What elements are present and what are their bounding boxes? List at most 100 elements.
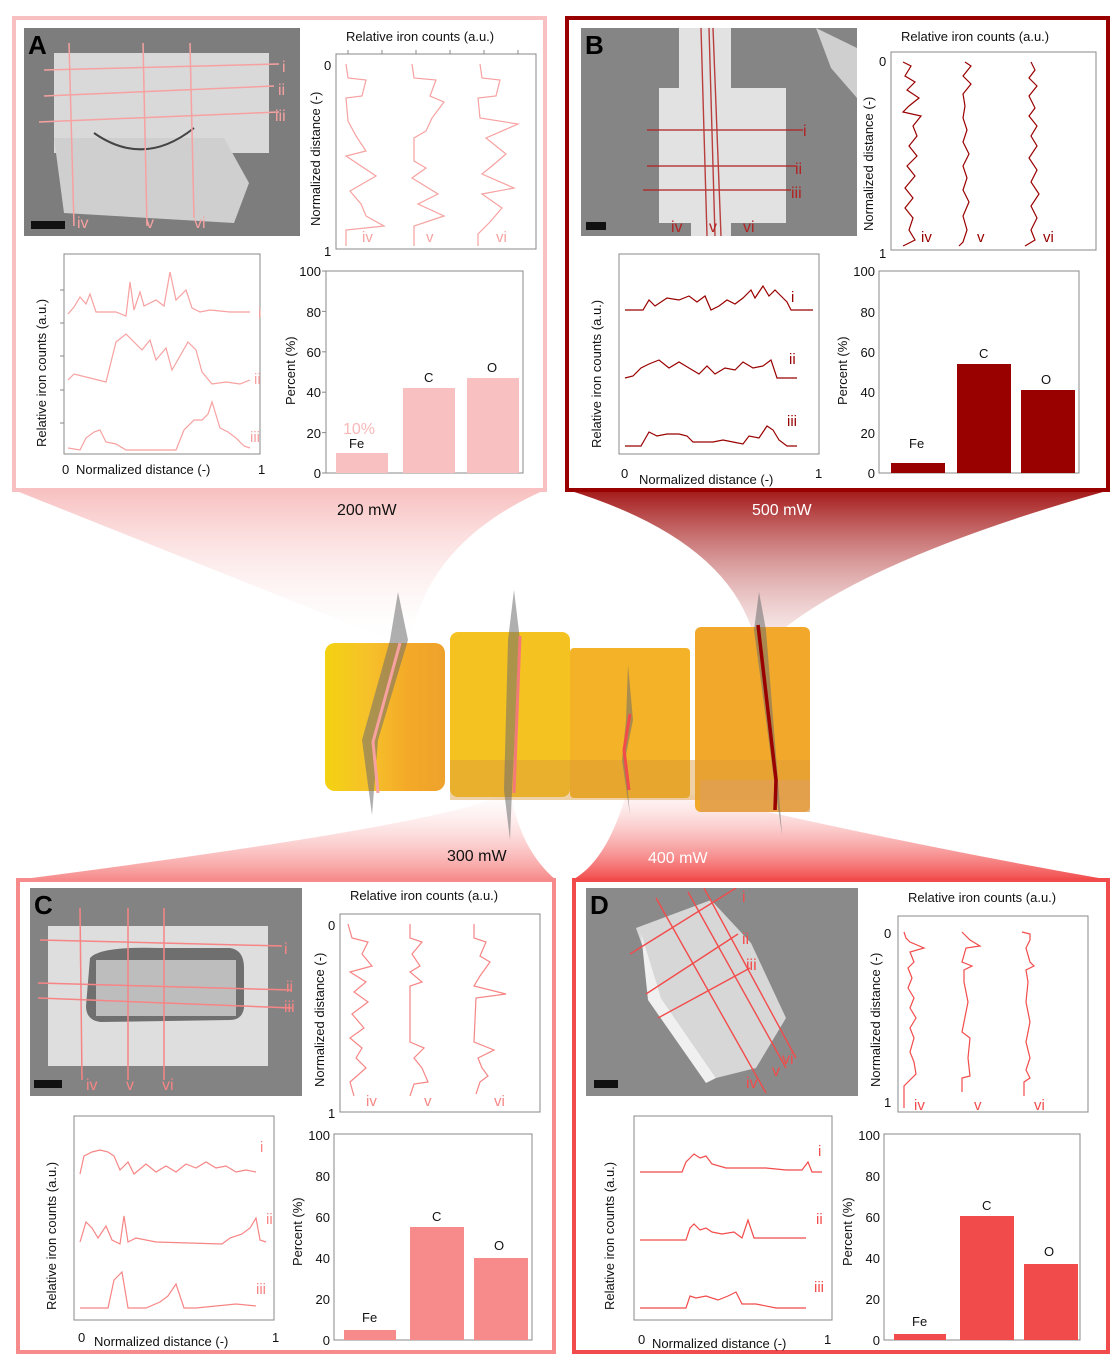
svg-text:40: 40 bbox=[861, 385, 875, 400]
fan-b bbox=[568, 490, 1110, 640]
svg-text:Normalized distance (-): Normalized distance (-) bbox=[652, 1336, 786, 1351]
svg-text:1: 1 bbox=[815, 466, 822, 481]
svg-text:60: 60 bbox=[861, 345, 875, 360]
fe-annotation: 10% bbox=[343, 421, 375, 438]
horizontal-profile-b: Relative iron counts (a.u.) 0 Normalized… bbox=[583, 250, 833, 490]
bar-chart-a: 0 20 40 60 80 100 Percent (%) Fe C O 10% bbox=[281, 264, 541, 492]
power-label-b: 500 mW bbox=[752, 502, 812, 519]
svg-text:Relative iron counts (a.u.): Relative iron counts (a.u.) bbox=[901, 29, 1049, 44]
svg-text:60: 60 bbox=[866, 1210, 880, 1225]
svg-text:vi: vi bbox=[496, 229, 507, 246]
svg-text:i: i bbox=[791, 289, 794, 306]
svg-text:1: 1 bbox=[258, 462, 265, 477]
vertical-profile-b: Relative iron counts (a.u.) 0 1 Normaliz… bbox=[859, 26, 1104, 261]
svg-text:80: 80 bbox=[866, 1169, 880, 1184]
svg-text:Relative iron counts (a.u.): Relative iron counts (a.u.) bbox=[908, 890, 1056, 905]
horizontal-profile-c: Relative iron counts (a.u.) 0 Normalized… bbox=[36, 1112, 291, 1352]
svg-text:iv: iv bbox=[671, 219, 683, 236]
svg-text:0: 0 bbox=[621, 466, 628, 481]
svg-text:0: 0 bbox=[78, 1330, 85, 1345]
svg-text:Relative iron counts (a.u.): Relative iron counts (a.u.) bbox=[44, 1162, 59, 1310]
svg-text:v: v bbox=[146, 215, 154, 232]
scale-bar bbox=[594, 1080, 618, 1088]
svg-text:20: 20 bbox=[307, 426, 321, 441]
svg-text:100: 100 bbox=[308, 1128, 330, 1143]
svg-text:iii: iii bbox=[791, 185, 802, 202]
svg-text:60: 60 bbox=[316, 1210, 330, 1225]
svg-text:Fe: Fe bbox=[912, 1314, 927, 1329]
svg-text:C: C bbox=[979, 346, 988, 361]
svg-text:1: 1 bbox=[272, 1330, 279, 1345]
bar-o bbox=[1021, 390, 1075, 473]
bar-fe bbox=[891, 463, 945, 473]
svg-text:60: 60 bbox=[307, 345, 321, 360]
bar-chart-d: 0 20 40 60 80 100 Percent (%) Fe C O bbox=[840, 1126, 1104, 1352]
svg-text:Normalized distance (-): Normalized distance (-) bbox=[94, 1334, 228, 1349]
horizontal-profile-d: Relative iron counts (a.u.) 0 Normalized… bbox=[586, 1112, 846, 1352]
svg-text:Fe: Fe bbox=[349, 436, 364, 451]
svg-text:iii: iii bbox=[787, 413, 797, 430]
svg-text:100: 100 bbox=[858, 1128, 880, 1143]
svg-text:vi: vi bbox=[1034, 1097, 1045, 1114]
svg-text:ii: ii bbox=[816, 1211, 823, 1228]
vertical-profile-a: Relative iron counts (a.u.) 0 1 Normaliz… bbox=[306, 26, 546, 259]
vertical-profile-title: Relative iron counts (a.u.) bbox=[346, 29, 494, 44]
svg-text:iv: iv bbox=[86, 1077, 98, 1094]
svg-text:1: 1 bbox=[324, 244, 331, 259]
svg-text:iv: iv bbox=[366, 1093, 377, 1110]
svg-text:vi: vi bbox=[782, 1051, 794, 1068]
svg-text:Percent (%): Percent (%) bbox=[283, 336, 298, 405]
svg-text:v: v bbox=[772, 1063, 780, 1080]
svg-text:Relative iron counts (a.u.): Relative iron counts (a.u.) bbox=[589, 300, 604, 448]
svg-text:ii: ii bbox=[254, 371, 261, 388]
svg-text:vi: vi bbox=[494, 1093, 505, 1110]
svg-text:vi: vi bbox=[743, 219, 755, 236]
svg-text:iv: iv bbox=[921, 229, 932, 246]
svg-text:v: v bbox=[974, 1097, 982, 1114]
svg-text:v: v bbox=[977, 229, 985, 246]
svg-text:iv: iv bbox=[914, 1097, 925, 1114]
svg-text:0: 0 bbox=[868, 466, 875, 481]
power-label-a: 200 mW bbox=[337, 502, 397, 519]
svg-text:100: 100 bbox=[299, 264, 321, 279]
svg-text:20: 20 bbox=[316, 1292, 330, 1307]
svg-text:ii: ii bbox=[789, 351, 796, 368]
panel-a: i ii iii iv v vi A Relative iron counts … bbox=[12, 16, 547, 492]
vertical-profile-c: Relative iron counts (a.u.) 0 1 Normaliz… bbox=[310, 882, 555, 1121]
panel-letter-b: B bbox=[585, 30, 604, 60]
bar-chart-c: 0 20 40 60 80 100 Percent (%) Fe C O bbox=[286, 1126, 550, 1352]
svg-text:80: 80 bbox=[861, 305, 875, 320]
sem-image-a: i ii iii iv v vi A bbox=[24, 28, 300, 236]
svg-text:i: i bbox=[284, 941, 288, 958]
svg-text:Normalized distance (-): Normalized distance (-) bbox=[76, 462, 210, 477]
svg-text:1: 1 bbox=[884, 1095, 891, 1110]
svg-text:1: 1 bbox=[328, 1106, 335, 1121]
svg-text:0: 0 bbox=[328, 918, 335, 933]
bar-c bbox=[410, 1227, 464, 1340]
svg-text:0: 0 bbox=[324, 58, 331, 73]
svg-text:Normalized distance (-): Normalized distance (-) bbox=[312, 953, 327, 1087]
svg-text:O: O bbox=[487, 360, 497, 375]
svg-text:O: O bbox=[1041, 372, 1051, 387]
svg-text:O: O bbox=[494, 1238, 504, 1253]
svg-text:ii: ii bbox=[266, 1211, 273, 1228]
svg-text:i: i bbox=[818, 1143, 821, 1160]
svg-text:i: i bbox=[258, 305, 261, 322]
svg-text:0: 0 bbox=[884, 926, 891, 941]
svg-text:40: 40 bbox=[307, 385, 321, 400]
svg-text:iii: iii bbox=[250, 429, 260, 446]
svg-text:20: 20 bbox=[866, 1292, 880, 1307]
svg-text:v: v bbox=[426, 229, 434, 246]
horizontal-profile-a: Relative iron counts (a.u.) 0 Normalized… bbox=[30, 252, 280, 482]
bar-c bbox=[403, 388, 455, 473]
svg-text:i: i bbox=[260, 1139, 263, 1156]
svg-text:Normalized distance (-): Normalized distance (-) bbox=[868, 953, 883, 1087]
svg-text:iv: iv bbox=[362, 229, 373, 246]
svg-text:80: 80 bbox=[316, 1169, 330, 1184]
svg-text:Normalized distance (-): Normalized distance (-) bbox=[639, 472, 773, 487]
svg-text:100: 100 bbox=[853, 264, 875, 279]
